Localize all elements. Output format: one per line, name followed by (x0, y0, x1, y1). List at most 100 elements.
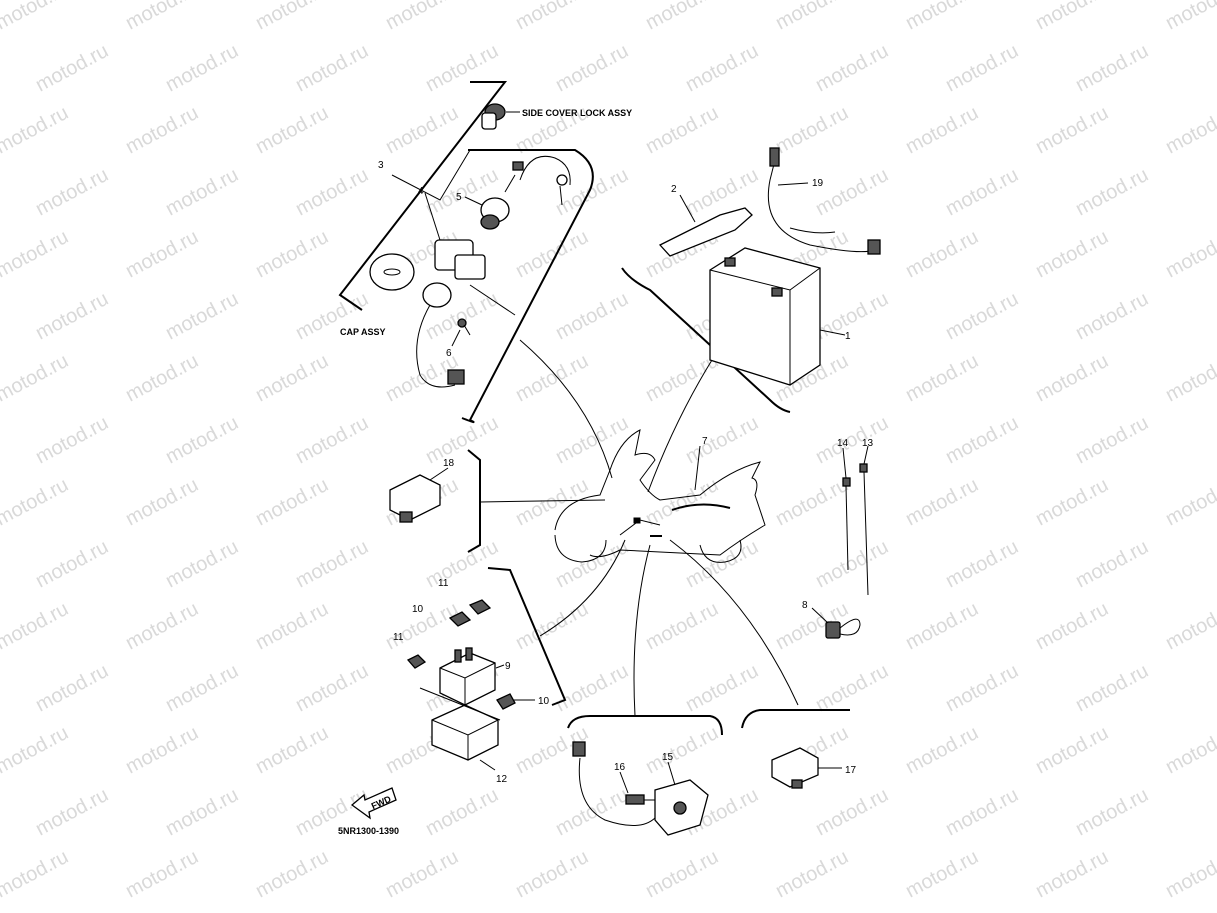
watermark-text: motod.ru (1162, 846, 1217, 902)
watermark-text: motod.ru (682, 164, 762, 220)
watermark-text: motod.ru (942, 288, 1022, 344)
relay-17 (771, 747, 842, 789)
callout-12: 12 (496, 774, 508, 785)
watermark-text: motod.ru (1032, 350, 1112, 406)
watermark-text: motod.ru (1162, 722, 1217, 778)
watermark-text: motod.ru (0, 474, 72, 530)
watermark-text: motod.ru (32, 660, 112, 716)
watermark-text: motod.ru (32, 784, 112, 840)
watermark-text: motod.ru (902, 846, 982, 902)
watermark-text: motod.ru (552, 784, 632, 840)
watermark-text: motod.ru (552, 660, 632, 716)
cable-ties (842, 445, 869, 596)
watermark-text: motod.ru (292, 412, 372, 468)
watermark-text: motod.ru (902, 102, 982, 158)
watermark-text: motod.ru (902, 722, 982, 778)
watermark-text: motod.ru (902, 0, 982, 34)
watermark-text: motod.ru (1032, 0, 1112, 34)
watermark-text: motod.ru (1072, 288, 1152, 344)
callout-10-lower: 10 (538, 696, 550, 707)
clamp-8 (811, 607, 861, 639)
watermark-text: motod.ru (122, 474, 202, 530)
callout-8: 8 (802, 600, 808, 611)
leader-curves (479, 339, 799, 717)
watermark-text: motod.ru (0, 0, 72, 34)
callout-14: 14 (837, 438, 849, 449)
bracket-relay-18 (467, 449, 481, 553)
watermark-text: motod.ru (422, 784, 502, 840)
watermark-text: motod.ru (512, 226, 592, 282)
watermark-text: motod.ru (942, 40, 1022, 96)
main-switch-assembly (391, 149, 571, 388)
watermark-text: motod.ru (1162, 598, 1217, 654)
watermark-text: motod.ru (552, 536, 632, 592)
watermark-text: motod.ru (1032, 722, 1112, 778)
watermark-text: motod.ru (252, 474, 332, 530)
battery-band (658, 194, 753, 257)
callout-3: 3 (378, 160, 384, 171)
callout-11-upper: 11 (438, 578, 449, 589)
watermark-text: motod.ru (32, 412, 112, 468)
watermark-text: motod.ru (422, 40, 502, 96)
scooter-silhouette (554, 429, 766, 563)
watermark-text: motod.ru (32, 536, 112, 592)
watermark-text: motod.ru (772, 846, 852, 902)
callout-6: 6 (446, 348, 452, 359)
watermark-text: motod.ru (512, 598, 592, 654)
watermark-text: motod.ru (292, 40, 372, 96)
watermark-text: motod.ru (1162, 474, 1217, 530)
callout-13: 13 (862, 438, 874, 449)
watermark-text: motod.ru (1162, 226, 1217, 282)
leader-ignition (519, 339, 613, 479)
watermark-text: motod.ru (122, 0, 202, 34)
watermark-text: motod.ru (1072, 164, 1152, 220)
watermark-text: motod.ru (162, 40, 242, 96)
watermark-text: motod.ru (32, 288, 112, 344)
battery (709, 247, 846, 386)
bracket-fuse (487, 567, 567, 706)
watermark-text: motod.ru (552, 40, 632, 96)
watermark-text: motod.ru (252, 102, 332, 158)
watermark-text: motod.ru (0, 226, 72, 282)
watermark-text: motod.ru (0, 102, 72, 158)
bracket-ignition-inner (461, 149, 594, 424)
bracket-horn (741, 709, 850, 729)
leader-horn (669, 539, 799, 706)
watermark-text: motod.ru (942, 164, 1022, 220)
watermark-text: motod.ru (902, 474, 982, 530)
leader-fuse (539, 539, 626, 637)
watermark-text: motod.ru (1072, 40, 1152, 96)
watermark-text: motod.ru (902, 598, 982, 654)
watermark-text: motod.ru (512, 474, 592, 530)
leader-relay (479, 499, 606, 503)
starter-relay (572, 741, 709, 836)
watermark-text: motod.ru (122, 598, 202, 654)
watermark-text: motod.ru (1162, 0, 1217, 34)
diagram-code: 5NR1300-1390 (338, 826, 399, 836)
watermark-text: motod.ru (682, 412, 762, 468)
bracket-starter (567, 715, 723, 736)
wire-harness (694, 445, 701, 491)
watermark-text: motod.ru (642, 474, 722, 530)
watermark-text: motod.ru (772, 474, 852, 530)
battery-lead (767, 147, 881, 255)
watermark-text: motod.ru (162, 288, 242, 344)
watermark-text: motod.ru (642, 0, 722, 34)
watermark-text: motod.ru (382, 0, 462, 34)
watermark-text: motod.ru (422, 412, 502, 468)
watermark-text: motod.ru (382, 846, 462, 902)
watermark-text: motod.ru (382, 102, 462, 158)
watermark-text: motod.ru (0, 722, 72, 778)
watermark-text: motod.ru (902, 350, 982, 406)
watermark-text: motod.ru (292, 164, 372, 220)
leader-battery (647, 359, 713, 493)
watermark-text: motod.ru (902, 226, 982, 282)
watermark-text: motod.ru (682, 660, 762, 716)
watermark-text: motod.ru (252, 846, 332, 902)
watermark-text: motod.ru (1032, 598, 1112, 654)
cap-assy-label: CAP ASSY (340, 327, 386, 337)
watermark-text: motod.ru (642, 846, 722, 902)
watermark-text: motod.ru (812, 288, 892, 344)
